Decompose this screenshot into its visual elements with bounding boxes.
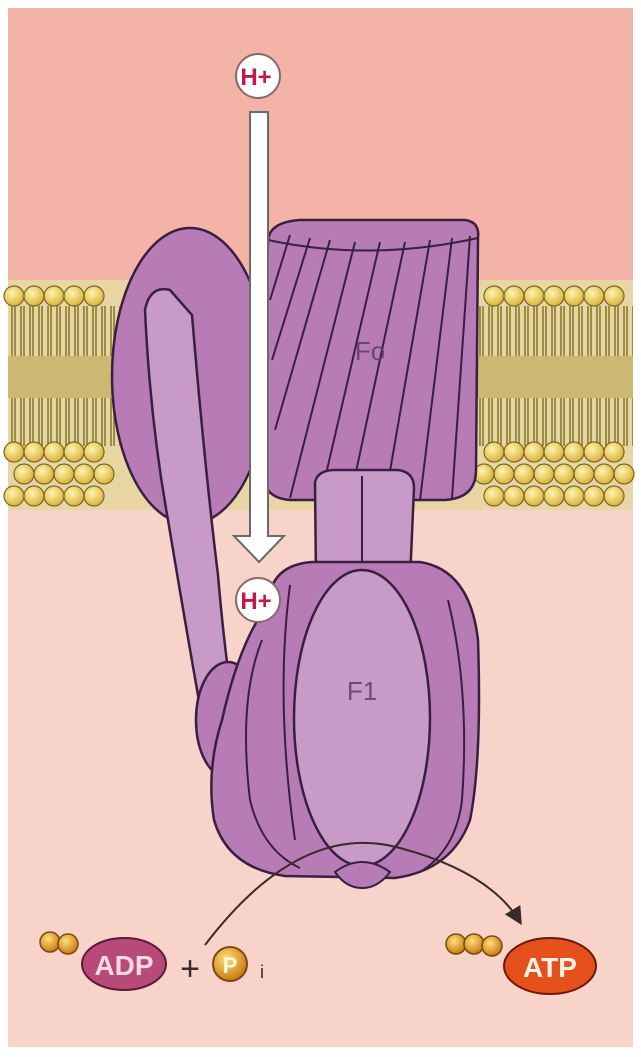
- lipid-head: [24, 486, 44, 506]
- lipid-head: [544, 442, 564, 462]
- lipid-head: [604, 286, 624, 306]
- lipid-head: [584, 442, 604, 462]
- pi-subscript: i: [260, 962, 264, 982]
- fo-label: Fo: [355, 336, 385, 366]
- lipid-head: [44, 486, 64, 506]
- lipid-head: [484, 442, 504, 462]
- lipid-head: [4, 486, 24, 506]
- proton-top-label: H+: [240, 64, 271, 91]
- lipid-head: [504, 442, 524, 462]
- lipid-head: [524, 442, 544, 462]
- lipid-head: [44, 286, 64, 306]
- lipid-head: [484, 486, 504, 506]
- lipid-head: [4, 286, 24, 306]
- lipid-head: [544, 286, 564, 306]
- proton-bottom: H+: [236, 578, 280, 622]
- lipid-head: [84, 286, 104, 306]
- lipid-head: [24, 286, 44, 306]
- lipid-head: [484, 286, 504, 306]
- lipid-head: [64, 286, 84, 306]
- lipid-head: [64, 442, 84, 462]
- lipid-head: [64, 486, 84, 506]
- lipid-head: [514, 464, 534, 484]
- lipid-head: [54, 464, 74, 484]
- adp-label: ADP: [94, 950, 153, 981]
- lipid-head: [34, 464, 54, 484]
- lipid-head: [494, 464, 514, 484]
- lipid-head: [44, 442, 64, 462]
- proton-top: H+: [236, 54, 280, 98]
- lipid-head: [4, 442, 24, 462]
- lipid-head: [584, 286, 604, 306]
- lipid-head: [524, 286, 544, 306]
- lipid-head: [544, 486, 564, 506]
- lipid-head: [564, 286, 584, 306]
- lipid-head: [564, 486, 584, 506]
- lipid-head: [554, 464, 574, 484]
- lipid-head: [84, 442, 104, 462]
- lipid-head: [574, 464, 594, 484]
- lipid-head: [584, 486, 604, 506]
- atp-phosphate-2: [464, 934, 484, 954]
- proton-bottom-label: H+: [240, 588, 271, 615]
- f1-label: F1: [347, 676, 377, 706]
- atp-label: ATP: [523, 952, 577, 983]
- lipid-head: [534, 464, 554, 484]
- lipid-head: [14, 464, 34, 484]
- lipid-head: [84, 486, 104, 506]
- lipid-head: [604, 442, 624, 462]
- lipid-head: [594, 464, 614, 484]
- lipid-head: [604, 486, 624, 506]
- lipid-head: [504, 286, 524, 306]
- lipid-head: [24, 442, 44, 462]
- pi-letter: P: [223, 953, 238, 978]
- lipid-head: [74, 464, 94, 484]
- adp-phosphate-2: [58, 934, 78, 954]
- atp-phosphate-1: [446, 934, 466, 954]
- lipid-head: [524, 486, 544, 506]
- adp-phosphate-1: [40, 932, 60, 952]
- lipid-head: [564, 442, 584, 462]
- lipid-head: [504, 486, 524, 506]
- plus-sign: +: [180, 950, 200, 988]
- atp-phosphate-3: [482, 936, 502, 956]
- lipid-head: [614, 464, 634, 484]
- lipid-head: [94, 464, 114, 484]
